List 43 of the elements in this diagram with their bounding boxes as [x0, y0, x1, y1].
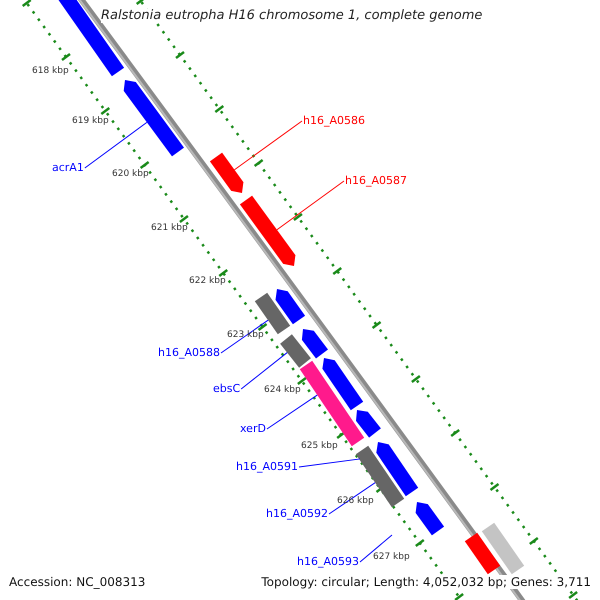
leader-line — [84, 122, 148, 168]
leader-line — [266, 394, 318, 430]
gene-label: h16_A0586 — [303, 114, 365, 128]
leader-line — [298, 458, 360, 468]
gene-feature — [302, 329, 328, 358]
gene-label: h16_A0587 — [345, 174, 407, 188]
gene-feature — [322, 358, 364, 410]
leader-line — [234, 120, 302, 170]
scale-label: 618 kbp — [32, 65, 69, 78]
scale-label: 625 kbp — [301, 440, 338, 453]
genome-info-text: Topology: circular; Length: 4,052,032 bp; Genes: 3,711 — [261, 575, 591, 589]
gene-feature — [376, 442, 418, 496]
gene-label: ebsC — [213, 382, 240, 396]
leader-line — [240, 352, 288, 390]
gene-label: h16_A0592 — [266, 507, 328, 521]
leader-line — [276, 180, 344, 230]
scale-label: 622 kbp — [189, 275, 226, 288]
scale-label: 621 kbp — [151, 222, 188, 235]
gene-feature — [356, 446, 404, 508]
gene-feature — [464, 532, 500, 574]
scale-label: 627 kbp — [373, 551, 410, 564]
gene-feature — [356, 410, 381, 438]
gene-feature — [276, 289, 306, 324]
leader-line — [328, 482, 376, 514]
gene-label: acrA1 — [52, 161, 84, 175]
leader-line — [220, 320, 269, 354]
gene-feature — [124, 80, 184, 156]
scale-label: 623 kbp — [227, 329, 264, 342]
gene-feature — [280, 334, 311, 368]
gene-feature — [416, 502, 444, 536]
gene-label: h16_A0588 — [158, 346, 220, 360]
gene-label: h16_A0591 — [236, 460, 298, 474]
scale-label: 619 kbp — [72, 115, 109, 128]
gene-feature — [482, 522, 524, 574]
gene-feature — [240, 196, 296, 266]
accession-text: Accession: NC_008313 — [9, 575, 146, 589]
gene-label: h16_A0593 — [297, 555, 359, 569]
title: Ralstonia eutropha H16 chromosome 1, complete genome — [101, 9, 482, 23]
gene-feature — [210, 152, 244, 193]
gene-label: xerD — [240, 422, 266, 436]
scale-label: 624 kbp — [264, 384, 301, 397]
scale-label: 620 kbp — [112, 168, 149, 181]
leader-line — [360, 534, 392, 562]
